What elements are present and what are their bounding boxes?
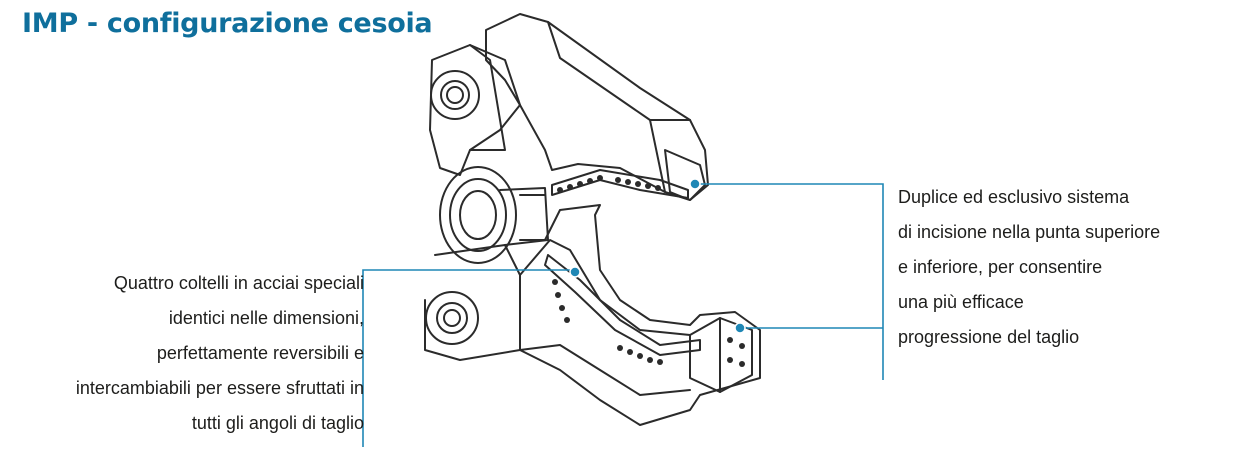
callout-knives-line: identici nelle dimensioni, bbox=[168, 308, 364, 328]
upper-jaw-top-face bbox=[547, 21, 691, 121]
mount-plate-inner bbox=[469, 44, 506, 151]
pivot-hub bbox=[499, 187, 549, 246]
callout-knives-line: intercambiabili per essere sfruttati in bbox=[75, 378, 364, 398]
callout-knives-line: tutti gli angoli di taglio bbox=[191, 413, 364, 433]
pivot-flange bbox=[439, 166, 517, 264]
callout-incision: Duplice ed esclusivo sistema di incision… bbox=[898, 180, 1237, 355]
leader-left-dot bbox=[569, 266, 581, 278]
knife-holes bbox=[552, 175, 745, 367]
leader-right-bottom-dot bbox=[734, 322, 746, 334]
callout-incision-line: di incisione nella punta superiore bbox=[898, 222, 1161, 242]
leader-right-top bbox=[695, 183, 884, 380]
callout-knives: Quattro coltelli in acciai speciali iden… bbox=[0, 266, 364, 441]
top-bolt-flange bbox=[430, 70, 480, 120]
upper-knife bbox=[551, 169, 689, 199]
leader-right-top-dot bbox=[689, 178, 701, 190]
callout-incision-line: una più efficace bbox=[898, 292, 1024, 312]
shear-attachment-drawing bbox=[424, 13, 761, 426]
callout-incision-line: Duplice ed esclusivo sistema bbox=[898, 187, 1130, 207]
page-title: IMP - configurazione cesoia bbox=[22, 8, 433, 39]
lower-jaw-body bbox=[434, 204, 761, 426]
bottom-bolt-flange bbox=[425, 291, 479, 345]
callout-knives-line: Quattro coltelli in acciai speciali bbox=[113, 273, 364, 293]
lower-jaw-front bbox=[519, 239, 691, 336]
lower-knife bbox=[544, 254, 701, 356]
upper-jaw-tip-block bbox=[664, 149, 706, 201]
callout-incision-line: e inferiore, per consentire bbox=[898, 257, 1103, 277]
leader-lines bbox=[362, 178, 884, 447]
mount-plate bbox=[429, 44, 521, 176]
leader-left bbox=[362, 269, 575, 447]
callout-incision-line: progressione del taglio bbox=[898, 327, 1080, 347]
callout-knives-line: perfettamente reversibili e bbox=[156, 343, 364, 363]
